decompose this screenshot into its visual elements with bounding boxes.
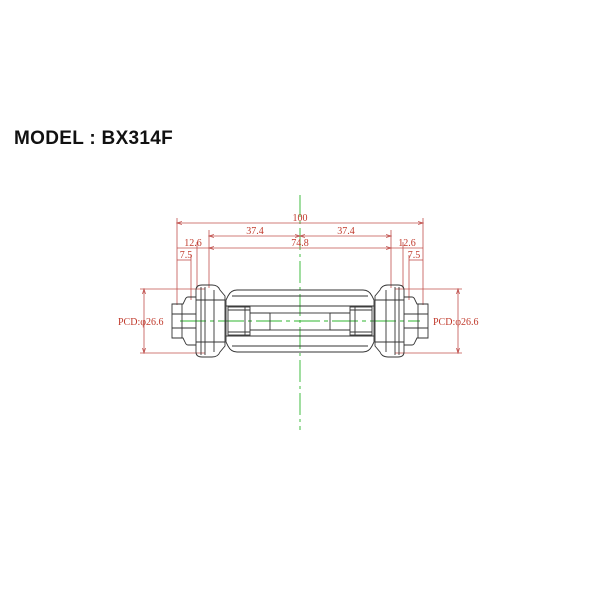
dim-right-half: 37.4 (337, 226, 355, 237)
dim-right-step: 7.5 (408, 250, 421, 261)
extension-lines (140, 218, 462, 354)
bottom-bracket-outline (171, 284, 429, 358)
dim-left-step: 7.5 (180, 250, 193, 261)
model-title: MODEL : BX314F (14, 128, 174, 149)
dim-left-half: 37.4 (246, 226, 264, 237)
dim-left-pcd: PCD:φ26.6 (118, 317, 164, 328)
dim-right-cup: 12.6 (398, 238, 416, 249)
dim-right-pcd: PCD:φ26.6 (433, 317, 479, 328)
dimension-lines (144, 223, 458, 353)
dim-shell-width: 74.8 (291, 238, 309, 249)
dim-left-cup: 12.6 (184, 238, 202, 249)
dim-overall-width: 100 (293, 213, 308, 224)
dimension-labels: 100 37.4 37.4 74.8 12.6 12.6 7.5 7.5 PCD… (118, 213, 479, 328)
